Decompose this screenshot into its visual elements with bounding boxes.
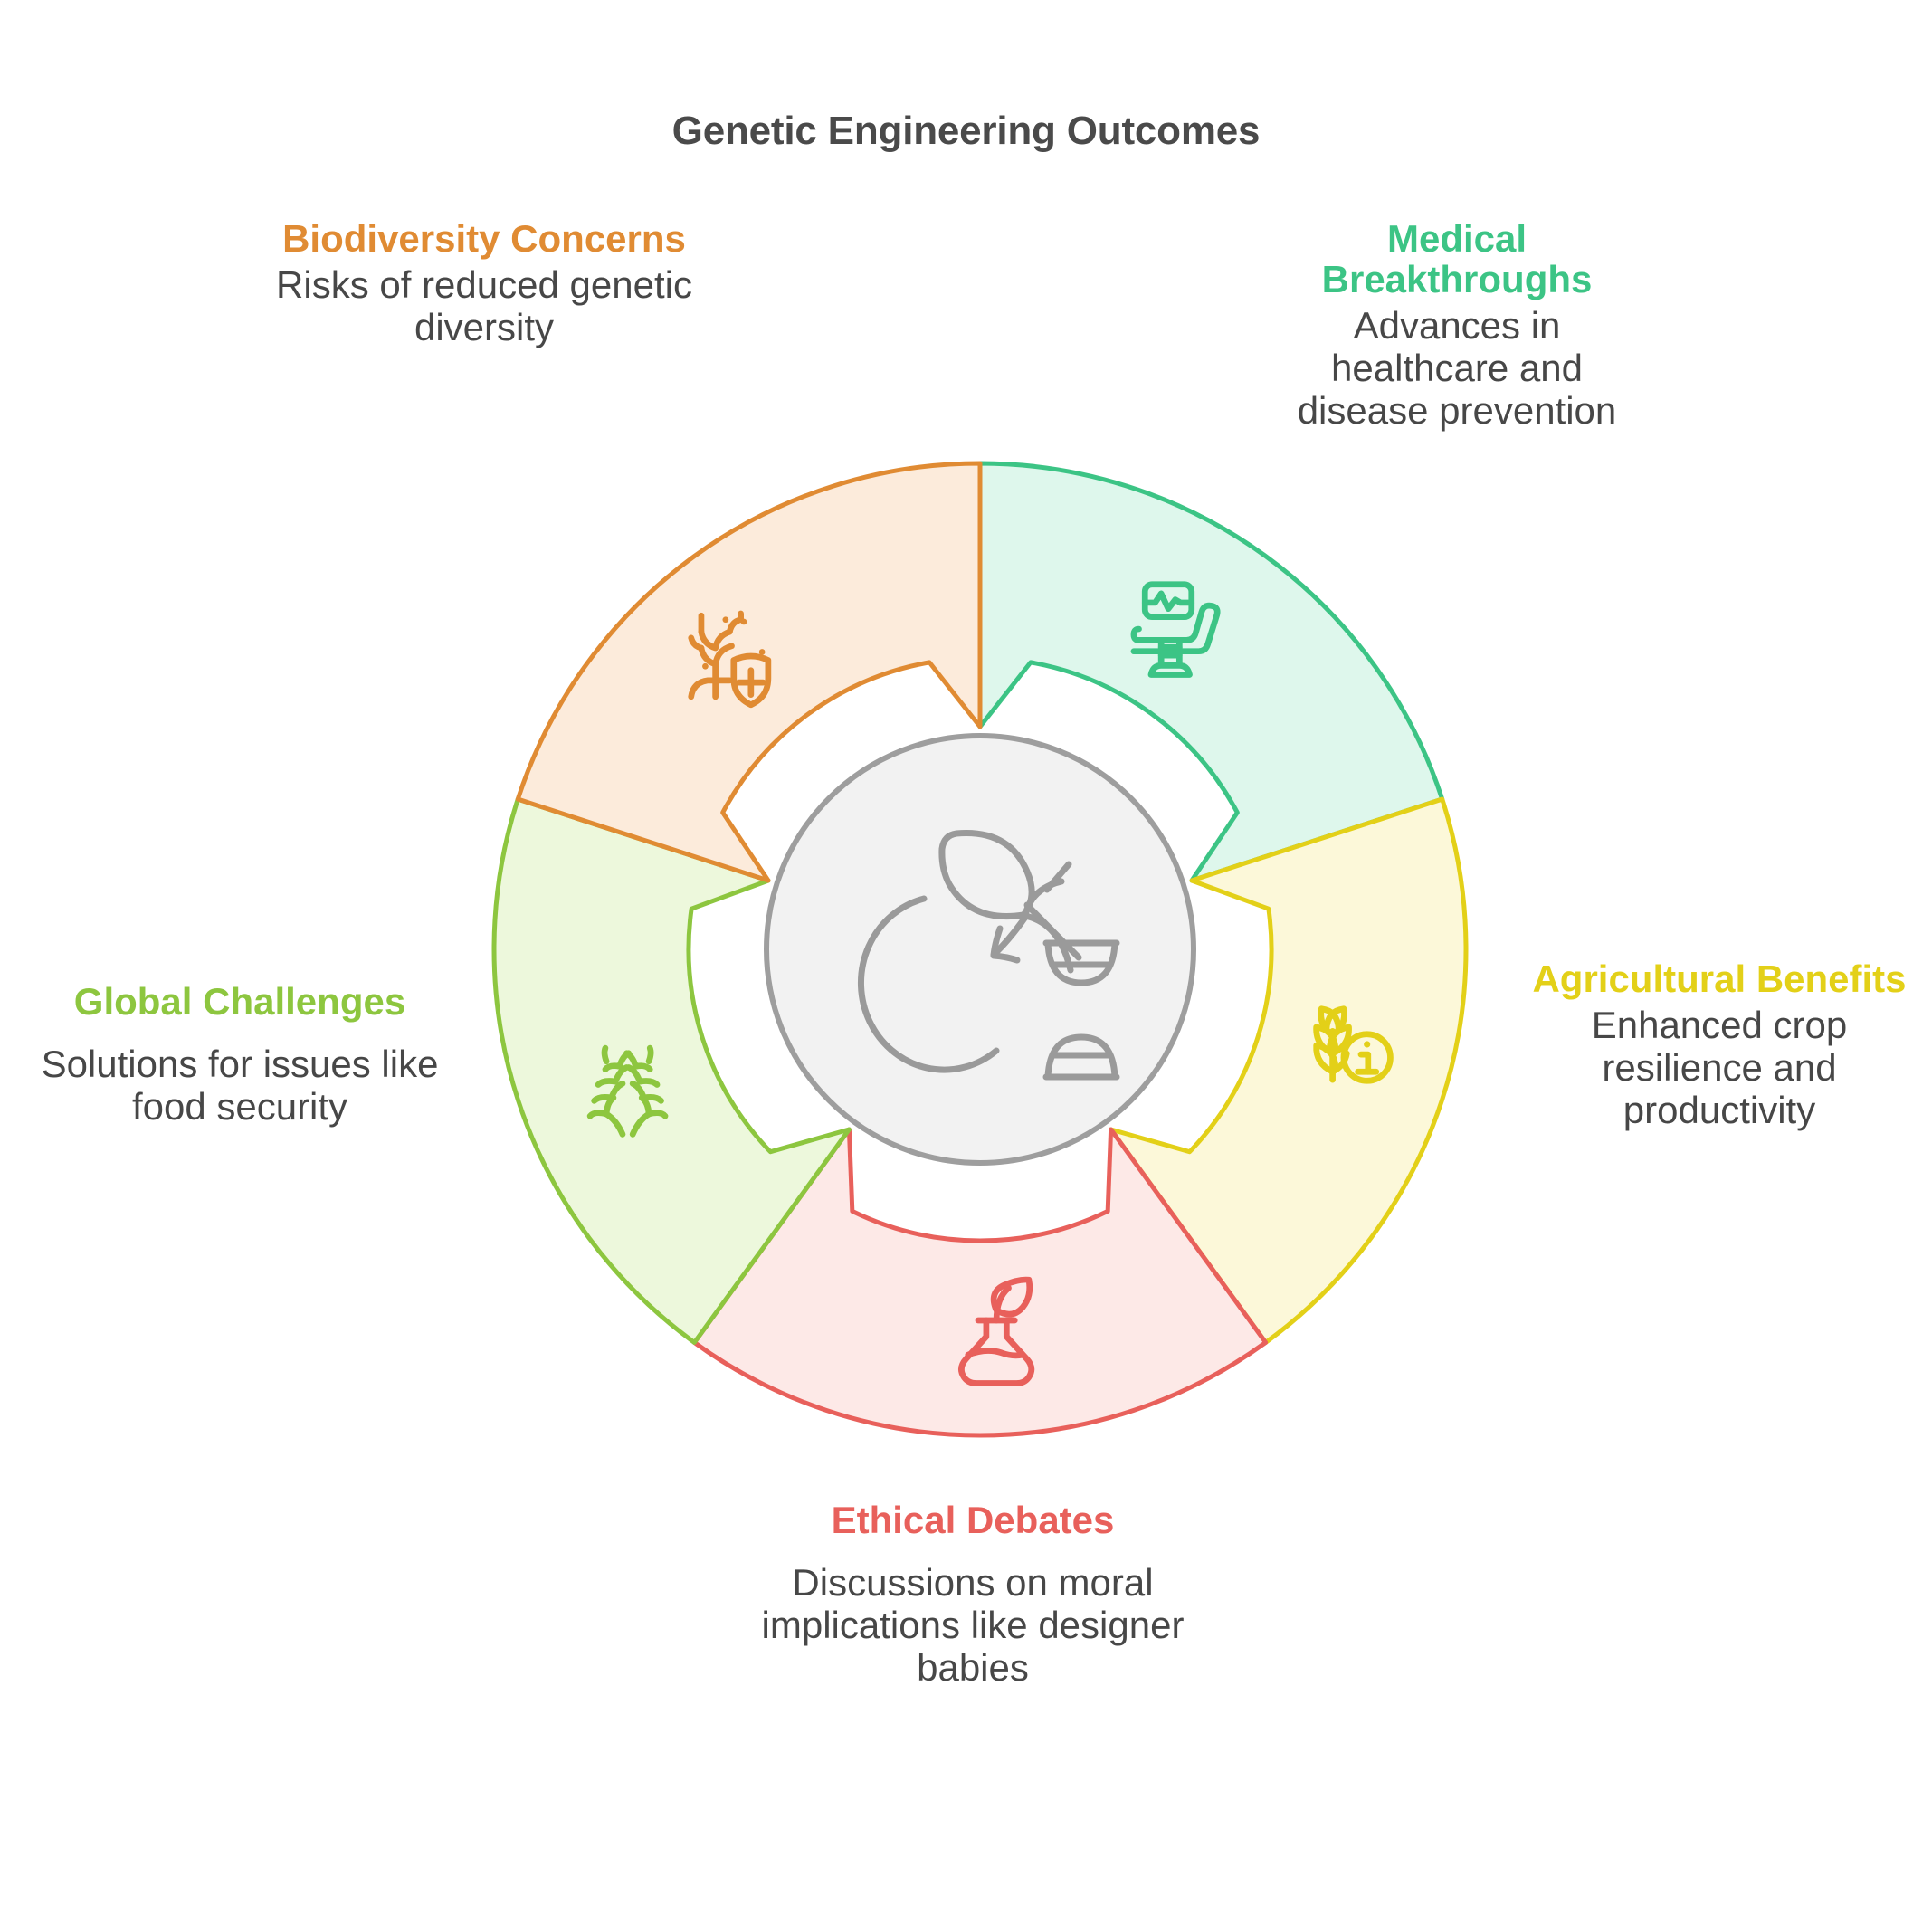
label-biodiversity-title: Biodiversity Concerns <box>282 217 686 260</box>
label-global-challenges: Global Challenges Solutions for issues l… <box>36 980 443 1128</box>
label-biodiversity-desc: Risks of reduced genetic diversity <box>276 262 692 348</box>
center-hub <box>764 733 1196 1166</box>
label-global-challenges-desc: Solutions for issues like food security <box>41 1042 439 1128</box>
donut-segment-agricultural[interactable] <box>1109 796 1469 1345</box>
label-global-challenges-title: Global Challenges <box>73 980 406 1023</box>
label-ethical-debates-title: Ethical Debates <box>831 1499 1115 1541</box>
label-medical-desc: Advances in healthcare and disease preve… <box>1297 303 1617 432</box>
label-agricultural-desc: Enhanced crop resilience and productivit… <box>1591 1003 1848 1131</box>
donut-segment-ethical[interactable] <box>691 1127 1269 1438</box>
donut-segment-global[interactable] <box>491 796 852 1345</box>
label-medical-title: Medical Breakthroughs <box>1321 217 1593 300</box>
label-ethical-debates-desc: Discussions on moral implications like d… <box>761 1560 1185 1689</box>
donut-segment-biodiversity[interactable] <box>515 461 983 883</box>
donut-segments <box>491 461 1469 1438</box>
apple-dna-icon <box>858 830 1120 1081</box>
donut-segment-medical[interactable] <box>977 461 1445 883</box>
label-agricultural: Agricultural Benefits Enhanced crop resi… <box>1529 957 1909 1131</box>
label-agricultural-title: Agricultural Benefits <box>1532 957 1907 1000</box>
label-ethical-debates: Ethical Debates Discussions on moral imp… <box>760 1500 1185 1689</box>
page-title: Genetic Engineering Outcomes <box>671 109 1261 153</box>
label-biodiversity: Biodiversity Concerns Risks of reduced g… <box>271 217 697 348</box>
label-medical: Medical Breakthroughs Advances in health… <box>1262 217 1651 432</box>
